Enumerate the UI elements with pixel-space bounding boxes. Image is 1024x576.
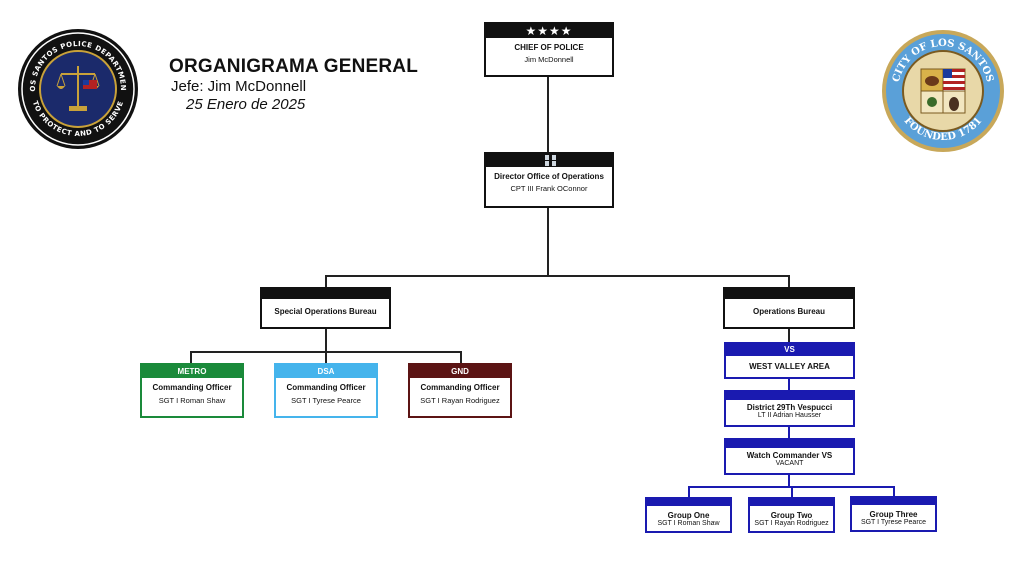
division-gnd-box[interactable]: GND Commanding Officer SGT I Rayan Rodri… [408,363,512,418]
division-officer: SGT I Roman Shaw [158,396,226,405]
connector-bureaus-horizontal [325,275,790,277]
division-metro-box[interactable]: METRO Commanding Officer SGT I Roman Sha… [140,363,244,418]
district-29th-vespucci-box[interactable]: District 29Th Vespucci LT II Adrian Haus… [724,390,855,427]
area-title: WEST VALLEY AREA [749,362,830,371]
watch-commander-box[interactable]: Watch Commander VS VACANT [724,438,855,475]
special-bureau-title: Special Operations Bureau [274,307,377,316]
division-title: Commanding Officer [152,383,232,392]
division-code: DSA [276,365,376,378]
group-one-box[interactable]: Group One SGT I Roman Shaw [645,497,732,533]
division-code: METRO [142,365,242,378]
operations-bureau-box[interactable]: Operations Bureau [723,287,855,329]
group-two-box[interactable]: Group Two SGT I Rayan Rodriguez [748,497,835,533]
district-header-bar [726,392,853,400]
group-header-bar [852,498,935,505]
division-officer: SGT I Tyrese Pearce [291,396,361,405]
district-officer: LT II Adrian Hausser [757,412,822,419]
division-title: Commanding Officer [286,383,366,392]
watch-title: Watch Commander VS [746,451,833,460]
watch-header-bar [726,440,853,448]
group-three-box[interactable]: Group Three SGT I Tyrese Pearce [850,496,937,532]
chief-title: CHIEF OF POLICE [514,43,584,52]
connector-group-one [688,486,690,498]
group-title: Group Two [770,511,813,520]
bureau-header-bar [725,289,853,299]
director-name: CPT III Frank OConnor [510,184,588,193]
director-box[interactable]: Director Office of Operations CPT III Fr… [484,152,614,208]
group-title: Group One [667,511,710,520]
special-operations-bureau-box[interactable]: Special Operations Bureau [260,287,391,329]
connector-chief-director [547,76,549,153]
connector-group-three [893,486,895,497]
connector-district-watch [788,426,790,439]
connector-operations-bureau [788,275,790,288]
division-officer: SGT I Rayan Rodriguez [420,396,500,405]
director-title: Director Office of Operations [494,172,604,181]
connector-gnd [460,351,462,364]
operations-bureau-title: Operations Bureau [752,307,825,316]
area-code: VS [726,344,853,356]
connector-special-divisions [325,328,327,351]
west-valley-area-box[interactable]: VS WEST VALLEY AREA [724,342,855,379]
page-title: ORGANIGRAMA GENERAL [169,56,419,77]
division-title: Commanding Officer [420,383,500,392]
watch-officer: VACANT [775,460,804,467]
group-header-bar [750,499,833,506]
division-dsa-box[interactable]: DSA Commanding Officer SGT I Tyrese Pear… [274,363,378,418]
city-seal-icon: CITY OF LOS SANTOS FOUNDED 1781 [881,29,1005,153]
connector-metro [190,351,192,364]
connector-watch-groups [788,474,790,487]
connector-group-two [791,486,793,498]
four-stars-icon: ★★★★ [486,24,612,38]
connector-special-bureau [325,275,327,288]
group-officer: SGT I Roman Shaw [657,520,720,527]
connector-operations-area [788,328,790,343]
connector-dsa [325,351,327,364]
connector-director-bureaus [547,207,549,276]
group-officer: SGT I Rayan Rodriguez [754,520,829,527]
division-code: GND [410,365,510,378]
group-header-bar [647,499,730,506]
group-title: Group Three [869,510,918,519]
chart-date: 25 Enero de 2025 [186,96,306,113]
captain-bars-icon [486,154,612,167]
chief-of-police-box[interactable]: ★★★★ CHIEF OF POLICE Jim McDonnell [484,22,614,77]
chief-name: Jim McDonnell [524,55,574,64]
bureau-header-bar [262,289,389,299]
group-officer: SGT I Tyrese Pearce [860,519,927,526]
chief-subtitle: Jefe: Jim McDonnell [171,78,307,95]
connector-area-district [788,378,790,391]
district-title: District 29Th Vespucci [746,403,833,412]
